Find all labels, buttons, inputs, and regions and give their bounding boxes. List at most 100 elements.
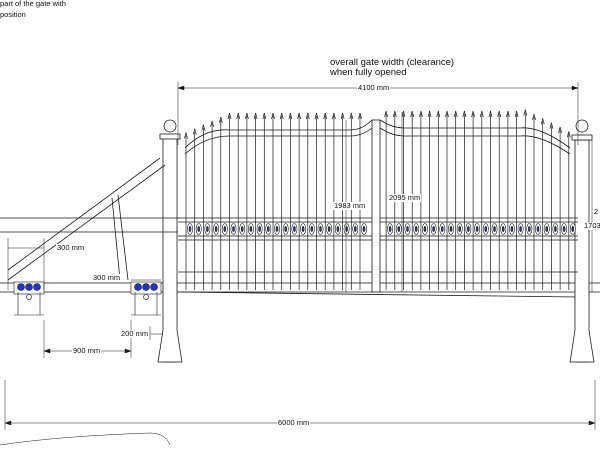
dim-label-track-spacing: 900 mm bbox=[72, 346, 102, 355]
picket-spear-tip bbox=[392, 110, 397, 118]
picket-spear-tip bbox=[549, 122, 554, 129]
guide-roller-icon bbox=[25, 283, 33, 291]
picket-spear-tip bbox=[540, 118, 545, 125]
oval-ornament-center bbox=[414, 226, 418, 232]
guide-roller-icon bbox=[17, 283, 25, 291]
picket-spear-tip bbox=[497, 110, 502, 118]
oval-ornament-center bbox=[432, 226, 435, 232]
oval-ornament-center bbox=[501, 226, 505, 232]
oval-ornament-center bbox=[449, 226, 453, 232]
guide-roller-icon bbox=[134, 283, 142, 291]
oval-ornament-center bbox=[319, 226, 322, 232]
oval-ornament-center bbox=[493, 226, 496, 232]
dim-label-roller-offset: 300 mm bbox=[92, 273, 122, 282]
oval-ornament-center bbox=[223, 226, 227, 232]
oval-ornament-center bbox=[362, 226, 366, 232]
site-curve bbox=[0, 432, 171, 446]
picket-spear-tip bbox=[305, 112, 310, 120]
picket-spear-tip bbox=[453, 110, 458, 118]
dim-label-right-cut: 2 bbox=[594, 207, 599, 216]
picket-spear-tip bbox=[184, 132, 188, 139]
oval-ornament-center bbox=[440, 226, 444, 232]
oval-ornament-center bbox=[519, 226, 522, 232]
picket-spear-tip bbox=[358, 112, 362, 120]
oval-ornament-center bbox=[545, 226, 549, 232]
picket-spear-tip bbox=[427, 110, 432, 118]
dim-label-track-offset: 300 mm bbox=[56, 243, 86, 252]
picket-spear-tip bbox=[210, 120, 214, 127]
oval-ornament-center bbox=[458, 226, 462, 232]
picket-spear-tip bbox=[445, 110, 449, 118]
dim-label-post-offset: 200 mm bbox=[120, 329, 150, 338]
picket-spear-tip bbox=[288, 112, 293, 120]
picket-spear-tip bbox=[314, 112, 319, 120]
picket-spear-tip bbox=[349, 112, 354, 120]
right-finial-icon bbox=[575, 119, 589, 133]
oval-ornament-center bbox=[397, 226, 401, 232]
oval-ornament-center bbox=[484, 226, 488, 232]
picket-spear-tip bbox=[279, 112, 284, 120]
oval-ornament-center bbox=[527, 226, 531, 232]
picket-spear-tip bbox=[201, 124, 206, 131]
gate-center-post bbox=[371, 119, 381, 293]
dim-200 bbox=[149, 326, 163, 340]
drawing-title-line2: when fully opened bbox=[330, 67, 407, 78]
dim-label-total-width: 6000 mm bbox=[277, 418, 311, 427]
picket-spear-tip bbox=[514, 110, 519, 118]
oval-ornament-center bbox=[406, 226, 409, 232]
oval-ornament-center bbox=[275, 226, 279, 232]
picket-spear-tip bbox=[436, 110, 441, 118]
oval-ornament-center bbox=[284, 226, 288, 232]
picket-spear-tip bbox=[340, 112, 345, 120]
roller-group-left bbox=[13, 281, 45, 316]
picket-spear-tip bbox=[419, 110, 423, 118]
picket-spear-tip bbox=[488, 110, 493, 118]
oval-ornament-center bbox=[353, 226, 357, 232]
oval-ornament-center bbox=[249, 226, 253, 232]
oval-ornament-center bbox=[536, 226, 540, 232]
picket-spear-tip bbox=[523, 109, 528, 116]
dim-300-track bbox=[7, 238, 45, 290]
oval-ornament-center bbox=[197, 226, 200, 232]
picket-spear-tip bbox=[227, 112, 232, 120]
picket-spear-tip bbox=[262, 112, 267, 120]
drawing-title-line1: overall gate width (clearance) bbox=[330, 57, 455, 68]
dim-label-height-low: 1983 mm bbox=[333, 201, 367, 210]
picket-spear-tip bbox=[479, 110, 484, 118]
picket-spear-tip bbox=[192, 128, 197, 135]
oval-ornament-center bbox=[214, 226, 218, 232]
left-finial-icon bbox=[163, 119, 177, 133]
picket-spear-tip bbox=[558, 126, 562, 134]
oval-ornament-center bbox=[423, 226, 427, 232]
cut-text-line2: position bbox=[0, 10, 26, 19]
gate-ovals bbox=[187, 223, 576, 235]
dim-label-right-height: 1703 bbox=[583, 221, 600, 230]
oval-ornament-center bbox=[562, 226, 566, 232]
dim-label-height-high: 2095 mm bbox=[388, 193, 422, 202]
picket-spear-tip bbox=[218, 116, 223, 123]
oval-ornament-center bbox=[510, 226, 514, 232]
oval-ornament-center bbox=[301, 226, 305, 232]
support-frame bbox=[0, 157, 178, 281]
oval-ornament-center bbox=[327, 226, 331, 232]
picket-spear-tip bbox=[401, 110, 406, 118]
gate-top-rail-inner bbox=[184, 127, 571, 155]
left-post bbox=[157, 133, 183, 363]
oval-ornament-center bbox=[475, 226, 479, 232]
gate-pickets bbox=[184, 109, 571, 290]
picket-spear-tip bbox=[245, 112, 249, 120]
picket-spear-tip bbox=[323, 112, 328, 120]
picket-spear-tip bbox=[566, 131, 571, 138]
oval-ornament-center bbox=[293, 226, 296, 232]
oval-ornament-center bbox=[571, 226, 575, 232]
picket-spear-tip bbox=[506, 110, 510, 118]
picket-spear-tip bbox=[532, 113, 536, 121]
oval-ornament-center bbox=[258, 226, 261, 232]
picket-spear-tip bbox=[471, 110, 475, 118]
oval-ornament-center bbox=[232, 226, 235, 232]
guide-roller-icon bbox=[33, 283, 41, 291]
oval-ornament-center bbox=[310, 226, 314, 232]
picket-spear-tip bbox=[332, 112, 336, 120]
